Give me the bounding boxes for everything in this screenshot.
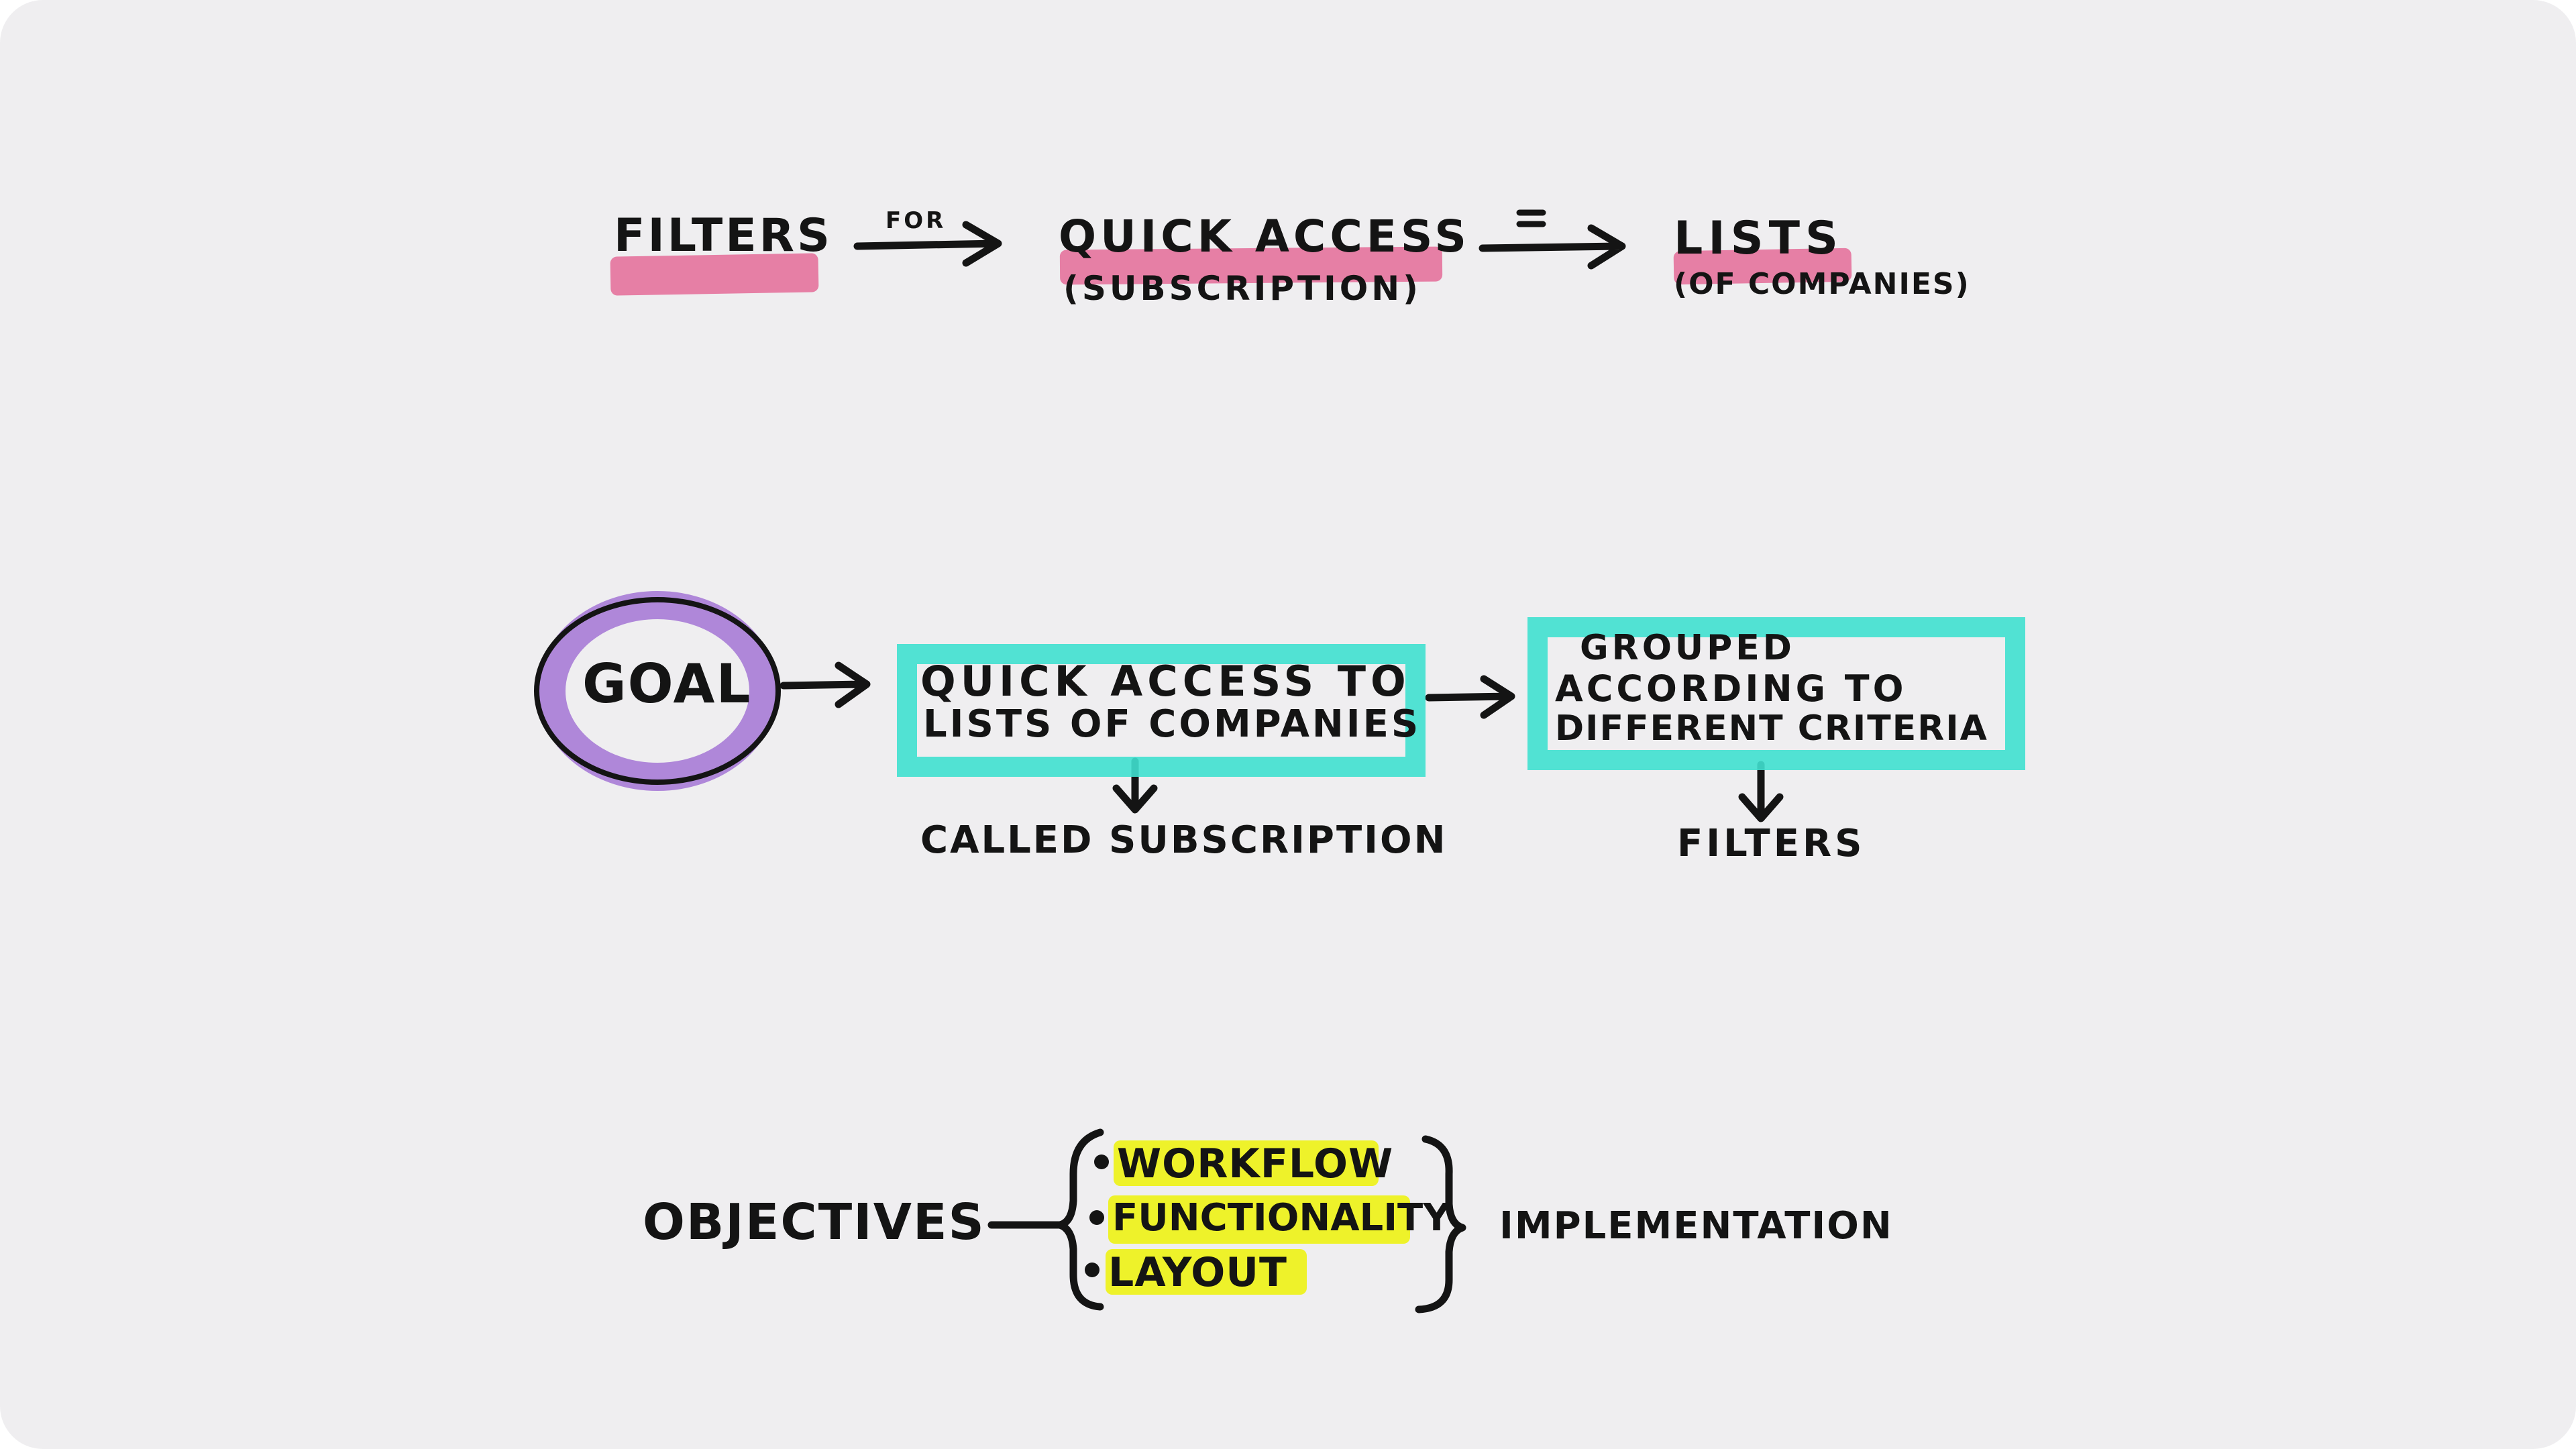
for-label: FOR	[885, 207, 947, 234]
box2-line1: GROUPED	[1580, 628, 1795, 668]
subscription-label: (SUBSCRIPTION)	[1063, 269, 1421, 308]
lists-label: LISTS	[1674, 212, 1843, 265]
bullet-layout	[1085, 1263, 1099, 1277]
bullet-workflow	[1094, 1155, 1109, 1169]
box1-line2: LISTS OF COMPANIES	[923, 702, 1421, 746]
equals-sign	[1516, 209, 1546, 227]
arrow-box2-down	[1738, 761, 1784, 822]
objectives-label: OBJECTIVES	[643, 1193, 985, 1251]
layout-label: LAYOUT	[1108, 1249, 1287, 1296]
workflow-highlight	[1114, 1140, 1379, 1186]
of-companies-label: (OF COMPANIES)	[1674, 267, 1970, 301]
workflow-label: WORKFLOW	[1117, 1140, 1394, 1187]
quick-access-label: QUICK ACCESS	[1059, 211, 1470, 262]
arrow-goal-to-box1	[780, 661, 871, 708]
box2-line3: DIFFERENT CRITERIA	[1555, 708, 1988, 749]
box1-line1: QUICK ACCESS TO	[920, 657, 1411, 706]
functionality-label: FUNCTIONALITY	[1112, 1196, 1450, 1240]
goal-circle-fill	[537, 591, 777, 791]
goal-label: GOAL	[582, 653, 752, 715]
box2-frame	[1527, 617, 2025, 770]
layout-highlight	[1106, 1249, 1307, 1295]
arrow-box1-to-box2	[1425, 675, 1515, 719]
left-brace	[1056, 1128, 1104, 1311]
functionality-highlight	[1108, 1195, 1410, 1244]
box1-frame	[897, 644, 1426, 777]
implementation-label: IMPLEMENTATION	[1499, 1204, 1893, 1248]
filters-bottom-label: FILTERS	[1677, 822, 1866, 865]
filters-label: FILTERS	[614, 209, 833, 262]
right-brace	[1415, 1135, 1466, 1313]
called-subscription-label: CALLED SUBSCRIPTION	[920, 818, 1448, 862]
goal-circle-outline	[534, 597, 781, 785]
arrow-quick-access-to-lists	[1479, 224, 1626, 270]
bullet-functionality	[1089, 1210, 1104, 1225]
box2-line2: ACCORDING TO	[1555, 667, 1907, 710]
arrow-filters-to-quick-access	[853, 221, 1002, 267]
